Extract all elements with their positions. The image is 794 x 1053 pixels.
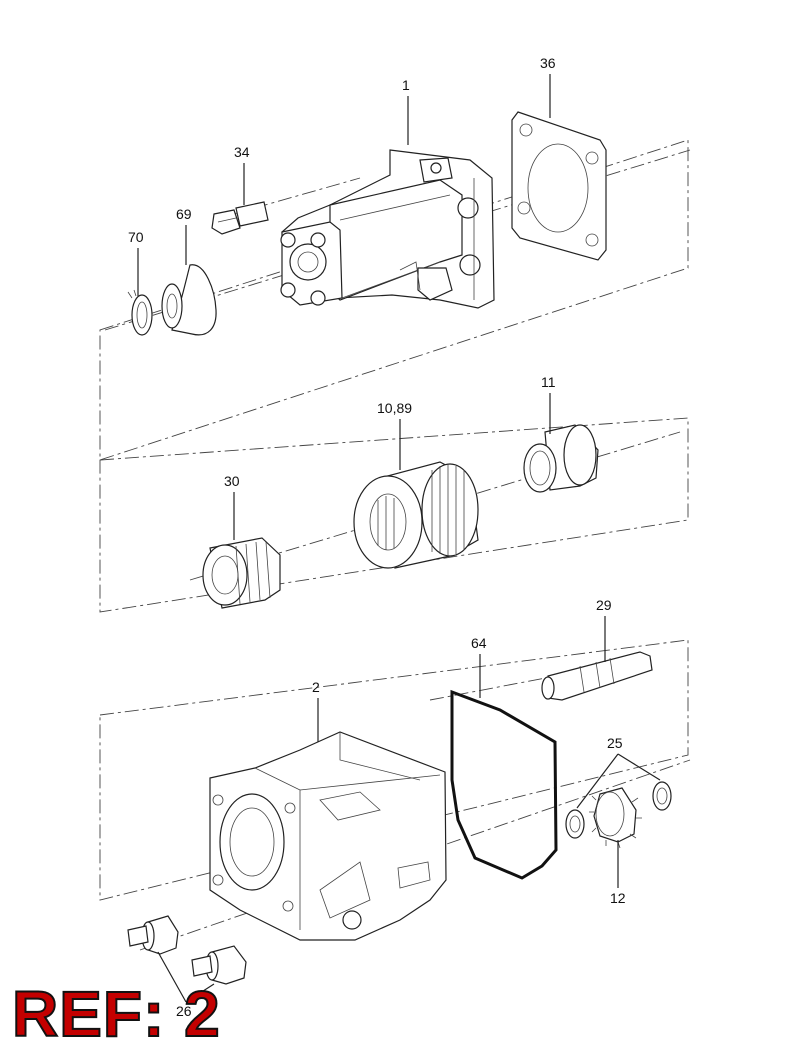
group-2-frame [99,417,689,613]
callout-2: 2 [312,679,320,742]
svg-text:25: 25 [607,735,623,751]
part-1-motor-body [280,149,495,309]
callout-30: 30 [224,473,240,540]
callout-26: 26 [157,951,215,1019]
svg-text:64: 64 [471,635,487,651]
svg-text:26: 26 [176,1003,192,1019]
ref-label: REF: 2 [11,978,221,1050]
part-26-plugs [127,915,247,985]
part-29-shaft [541,651,653,701]
callout-36: 36 [540,55,556,118]
svg-text:29: 29 [596,597,612,613]
svg-text:34: 34 [234,144,250,160]
callout-34: 34 [234,144,250,205]
callout-12: 12 [610,840,626,906]
part-2-housing [209,731,447,941]
part-30-bearing [202,537,281,609]
callout-1: 1 [402,77,410,145]
callout-25: 25 [576,735,661,809]
part-70-circlip [127,289,153,336]
svg-text:1: 1 [402,77,410,93]
part-34-bolt [211,201,269,235]
part-11-bushing [523,424,599,493]
callout-29: 29 [596,597,612,662]
callout-64: 64 [471,635,487,698]
svg-text:36: 36 [540,55,556,71]
group-3-frame [99,639,689,901]
svg-text:11: 11 [541,374,556,390]
callout-69: 69 [176,206,192,265]
svg-text:70: 70 [128,229,144,245]
part-64-oring [450,689,558,880]
svg-text:69: 69 [176,206,192,222]
part-69-seal [161,264,217,336]
part-36-gasket [511,111,607,261]
callout-10-89: 10,89 [377,400,412,470]
svg-text:30: 30 [224,473,240,489]
part-10-89-gear [353,461,479,569]
callout-11: 11 [541,374,556,434]
part-25-washers [565,781,672,839]
svg-text:2: 2 [312,679,320,695]
svg-text:10,89: 10,89 [377,400,412,416]
callout-70: 70 [128,229,144,296]
svg-text:12: 12 [610,890,626,906]
part-12-gear [589,787,642,849]
